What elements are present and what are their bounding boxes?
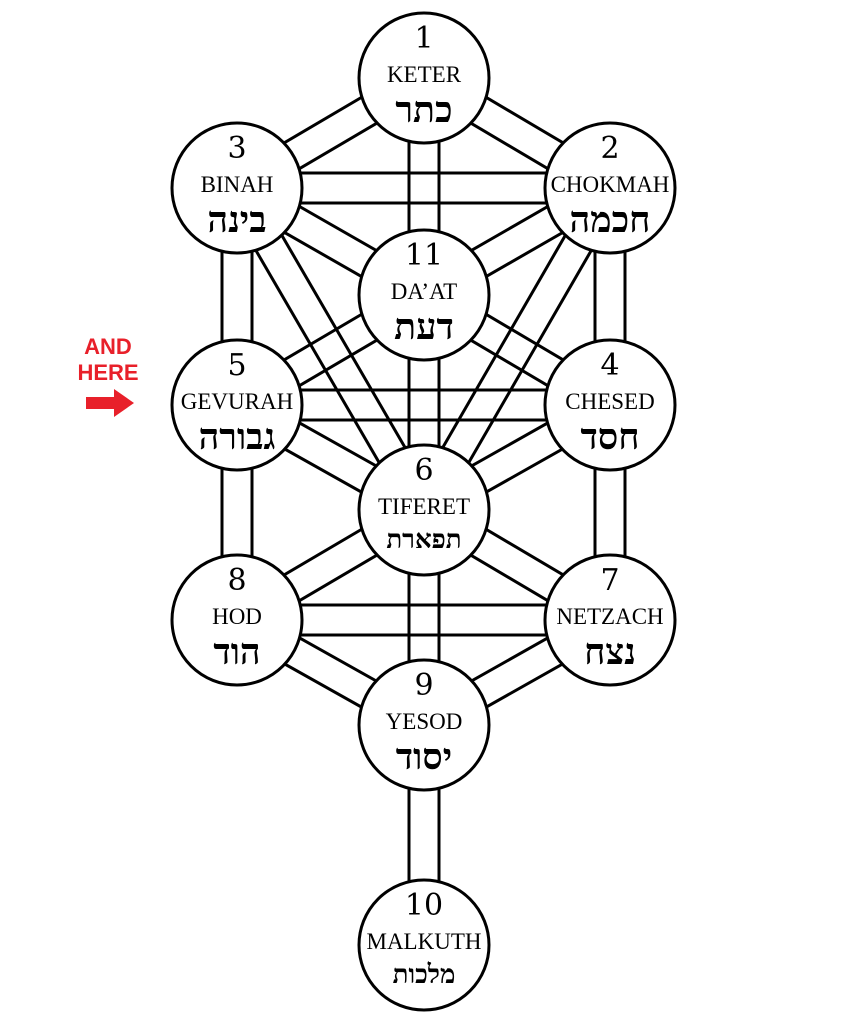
sefirah-number: 2: [600, 131, 619, 166]
sefirah-number: 8: [227, 563, 246, 598]
sefirah-hebrew: גבורה: [199, 416, 276, 458]
sefirah-hebrew: חכמה: [570, 199, 651, 241]
sefirah-circle: [357, 228, 491, 362]
annotation-line1: AND: [84, 334, 132, 359]
sefirah-name: YESOD: [386, 709, 463, 734]
sefirah-number: 10: [405, 888, 443, 923]
sefirah-name: DA’AT: [391, 279, 457, 304]
sefirah-hebrew: תפארת: [386, 525, 461, 555]
annotation-line2: HERE: [77, 360, 138, 385]
sefirah-circle: [170, 338, 304, 472]
sefirah-name: GEVURAH: [181, 389, 293, 414]
sefirah-number: 1: [414, 21, 433, 56]
sefirah-name: NETZACH: [556, 604, 663, 629]
sefirah-name: CHESED: [565, 389, 654, 414]
sefirah-name: HOD: [212, 604, 262, 629]
sefirah-number: 7: [600, 563, 619, 598]
sefirah-name: MALKUTH: [367, 929, 482, 954]
sefirah-number: 9: [414, 668, 433, 703]
sefirah-number: 4: [600, 348, 619, 383]
sefirah-circle: [357, 658, 491, 792]
sefirah-hebrew: בינה: [207, 199, 266, 241]
sefirah-number: 3: [227, 131, 246, 166]
sefirah-hebrew: נצח: [584, 631, 636, 673]
sefirah-circle: [357, 878, 491, 1012]
sefirah-number: 5: [227, 348, 246, 383]
sefirah-circle: [543, 338, 677, 472]
sefirah-circle: [543, 553, 677, 687]
sefirah-circle: [170, 553, 304, 687]
and-here-annotation: AND HERE: [77, 334, 139, 417]
sefirah-name: KETER: [387, 62, 462, 87]
sefirah-number: 11: [405, 238, 443, 273]
sefirah-circle: [170, 121, 304, 255]
sefirah-name: BINAH: [201, 172, 274, 197]
sefirah-hebrew: דעת: [394, 306, 454, 348]
sefirah-hebrew: חסד: [580, 416, 639, 458]
sefirah-hebrew: כתר: [395, 89, 452, 131]
sefirah-hebrew: מלכות: [393, 960, 456, 990]
sefirah-name: CHOKMAH: [551, 172, 670, 197]
sefirah-hebrew: הוד: [213, 631, 260, 673]
sefirah-name: TIFERET: [378, 494, 470, 519]
sefirah-circle: [357, 11, 491, 145]
sefirah-number: 6: [414, 453, 433, 488]
sefirah-hebrew: יסוד: [396, 736, 452, 778]
sefirah-circle: [543, 121, 677, 255]
sefirah-circle: [357, 443, 491, 577]
arrow-right-icon: [86, 389, 134, 417]
